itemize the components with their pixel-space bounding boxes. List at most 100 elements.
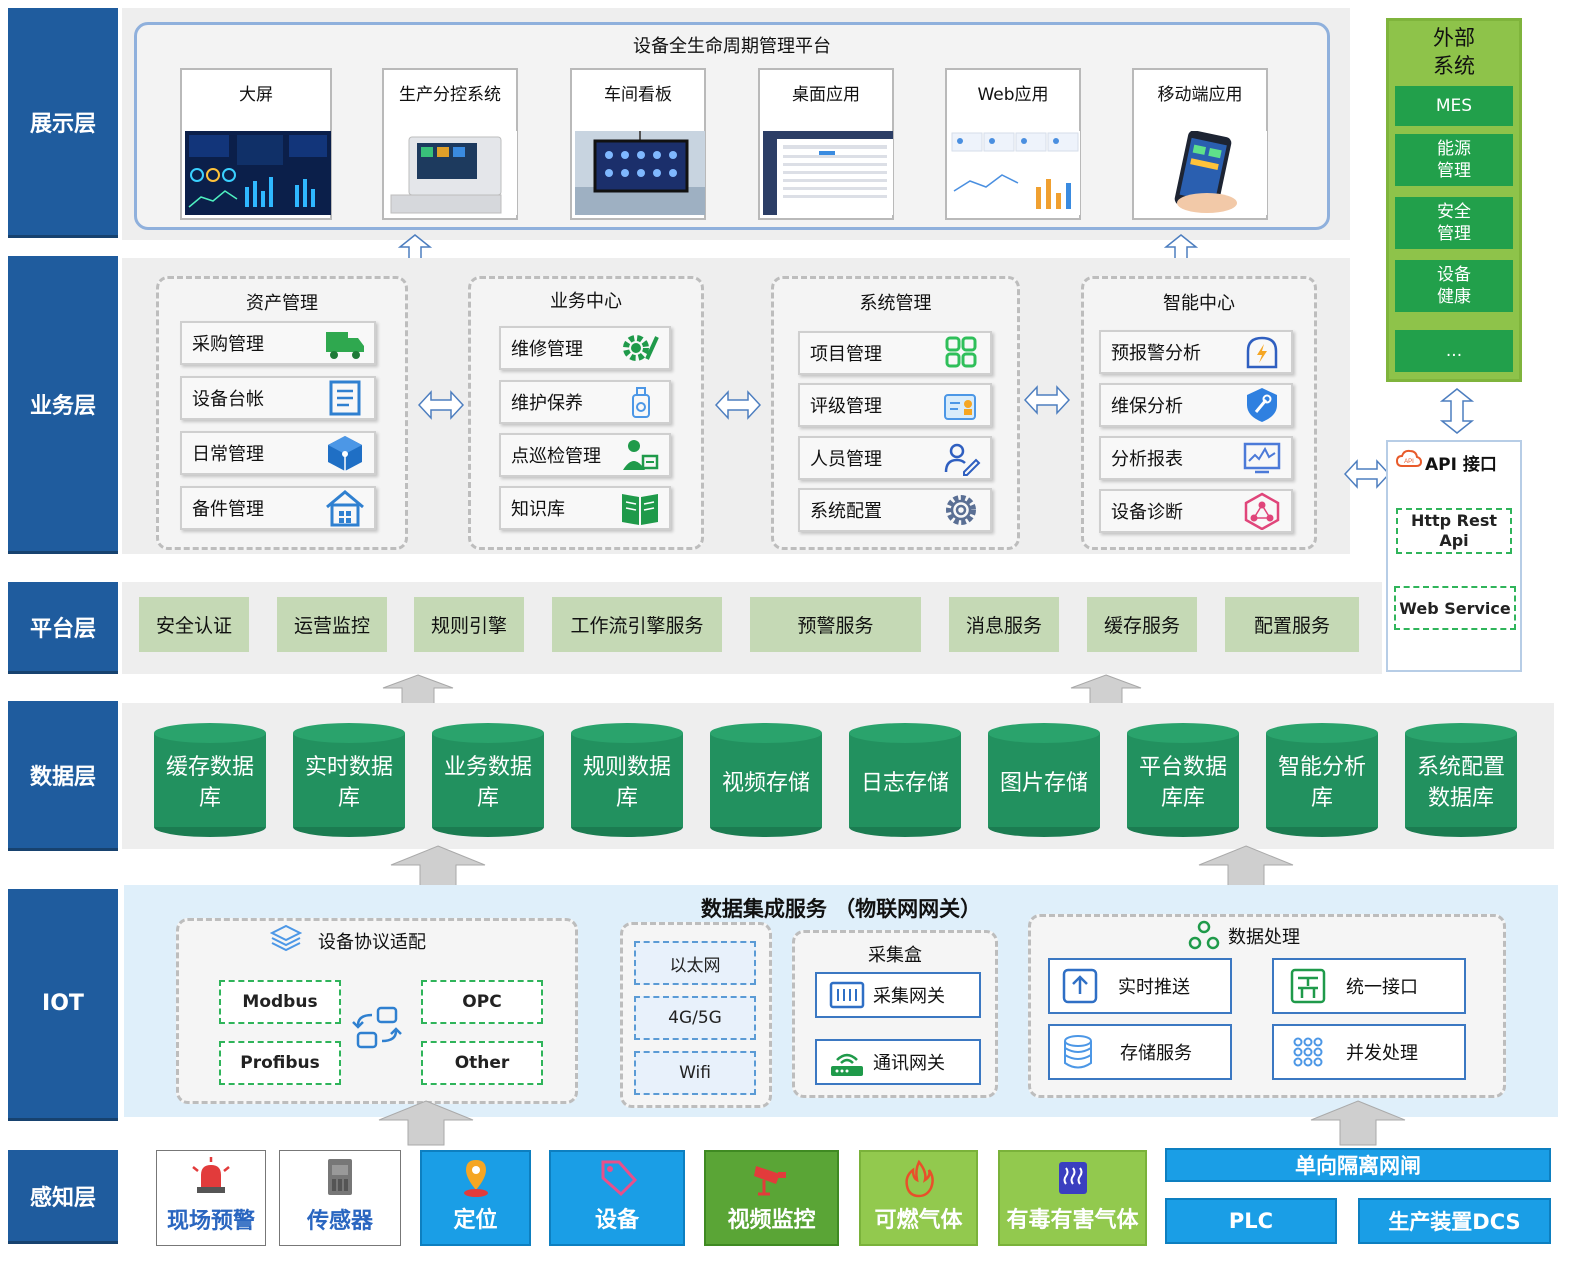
protocol-title: 设备协议适配 (318, 932, 426, 953)
shield-wrench-icon (1247, 388, 1277, 422)
api-item-label: Api (1439, 531, 1469, 550)
module-project[interactable]: 项目管理 (798, 331, 992, 375)
process-concurrency: 并发处理 (1272, 1024, 1466, 1080)
module-maintenance[interactable]: 维护保养 (499, 380, 671, 424)
group-title: 系统管理 (859, 293, 932, 314)
process-label: 实时推送 (1118, 977, 1190, 998)
module-rating[interactable]: 评级管理 (798, 383, 992, 427)
api-panel (1386, 440, 1522, 672)
gear-wrench-icon (623, 335, 659, 361)
horizontal-double-arrow-icon (1024, 385, 1070, 415)
process-storage: 存储服务 (1048, 1024, 1232, 1080)
perception-label: 有毒有害气体 (1006, 1208, 1139, 1233)
present-card-control: 生产分控系统 (382, 68, 518, 220)
external-title-line: 系统 (1433, 54, 1475, 78)
present-card-board: 车间看板 (570, 68, 706, 220)
module-maintenance-analysis[interactable]: 维保分析 (1099, 383, 1293, 427)
process-label: 统一接口 (1346, 977, 1418, 998)
external-energy: 能源管理 (1395, 134, 1513, 186)
module-config[interactable]: 系统配置 (798, 488, 992, 532)
document-list-icon (329, 380, 361, 416)
db-business: 业务数据库 (432, 723, 544, 837)
module-label: 点巡检管理 (511, 446, 601, 467)
cube-icon (328, 436, 362, 471)
horizontal-double-arrow-icon (715, 390, 761, 420)
module-reports[interactable]: 分析报表 (1099, 436, 1293, 480)
db-label: 库 (615, 786, 638, 811)
db-label: 缓存数据 (165, 755, 254, 780)
module-daily[interactable]: 日常管理 (180, 431, 376, 475)
perception-device: 设备 (549, 1150, 685, 1246)
group-title: 资产管理 (246, 293, 318, 314)
db-label: 系统配置 (1416, 755, 1505, 780)
db-cache: 缓存数据库 (154, 723, 266, 837)
module-purchase[interactable]: 采购管理 (180, 321, 376, 365)
module-diagnosis[interactable]: 设备诊断 (1099, 489, 1293, 533)
perception-plc: PLC (1165, 1198, 1337, 1244)
inspector-icon (623, 440, 659, 470)
workshop-board-icon (575, 131, 705, 215)
external-item-label: ... (1445, 341, 1463, 361)
db-label: 库 (337, 786, 360, 811)
layer-label-platform: 平台层 (8, 582, 118, 674)
module-inspection[interactable]: 点巡检管理 (499, 433, 671, 477)
siren-icon (192, 1157, 230, 1193)
present-card-label: 大屏 (239, 85, 273, 105)
perception-dcs: 生产装置DCS (1358, 1198, 1551, 1244)
api-item-label: Web Service (1399, 598, 1511, 618)
web-app-icon (950, 131, 1080, 215)
module-repair[interactable]: 维修管理 (499, 326, 671, 370)
sensor-icon (328, 1159, 352, 1195)
external-item-label: 安全 (1437, 202, 1471, 222)
db-log: 日志存储 (849, 723, 961, 837)
external-mes: MES (1395, 86, 1513, 126)
location-pin-icon (463, 1160, 488, 1197)
module-knowledge[interactable]: 知识库 (499, 486, 671, 530)
service-ops-monitor: 运营监控 (277, 597, 387, 652)
perception-location: 定位 (420, 1150, 531, 1246)
module-personnel[interactable]: 人员管理 (798, 436, 992, 480)
present-card-label: 生产分控系统 (399, 85, 501, 105)
module-early-warning[interactable]: 预报警分析 (1099, 330, 1293, 374)
api-cloud-icon: API (1396, 449, 1422, 467)
group-title: 业务中心 (550, 291, 622, 312)
db-rules: 规则数据库 (571, 723, 683, 837)
perception-toxic-gas: 有毒有害气体 (998, 1150, 1147, 1246)
network-ethernet: 以太网 (634, 941, 756, 985)
present-card-label: Web应用 (977, 85, 1049, 105)
module-label: 分析报表 (1111, 449, 1183, 470)
protocol-other: Other (421, 1041, 543, 1085)
hexagon-network-icon (1244, 492, 1280, 530)
external-item-label: 能源 (1437, 139, 1471, 159)
db-label: 视频存储 (721, 770, 810, 796)
grid-apps-icon (945, 336, 977, 368)
isolation-gateway: 单向隔离网闸 (1165, 1148, 1551, 1182)
tag-icon (601, 1160, 638, 1197)
service-warning: 预警服务 (750, 597, 921, 652)
module-ledger[interactable]: 设备台帐 (180, 376, 376, 420)
db-label: 日志存储 (860, 770, 949, 796)
present-card-label: 车间看板 (604, 85, 672, 105)
horizontal-double-arrow-icon (418, 390, 464, 420)
module-label: 预报警分析 (1111, 343, 1201, 364)
desktop-app-icon (763, 131, 893, 215)
db-label: 库 (198, 786, 221, 811)
book-icon (622, 494, 658, 525)
module-label: 设备诊断 (1111, 502, 1183, 523)
monitor-chart-icon (1243, 442, 1281, 474)
interface-icon (1290, 968, 1326, 1004)
rating-card-icon (944, 394, 976, 420)
platform-title: 设备全生命周期管理平台 (633, 36, 831, 57)
external-title-line: 外部 (1433, 26, 1475, 50)
module-label: 维修管理 (511, 339, 583, 360)
module-spare-parts[interactable]: 备件管理 (180, 486, 376, 530)
perception-label: 可燃气体 (874, 1208, 963, 1233)
db-image: 图片存储 (988, 723, 1100, 837)
external-item-label: 健康 (1437, 287, 1471, 307)
control-panel-icon (387, 131, 517, 215)
share-nodes-icon (1188, 920, 1220, 950)
cctv-camera-icon (753, 1166, 786, 1196)
db-platform: 平台数据库库 (1127, 723, 1239, 837)
gear-icon (946, 495, 976, 525)
db-video: 视频存储 (710, 723, 822, 837)
